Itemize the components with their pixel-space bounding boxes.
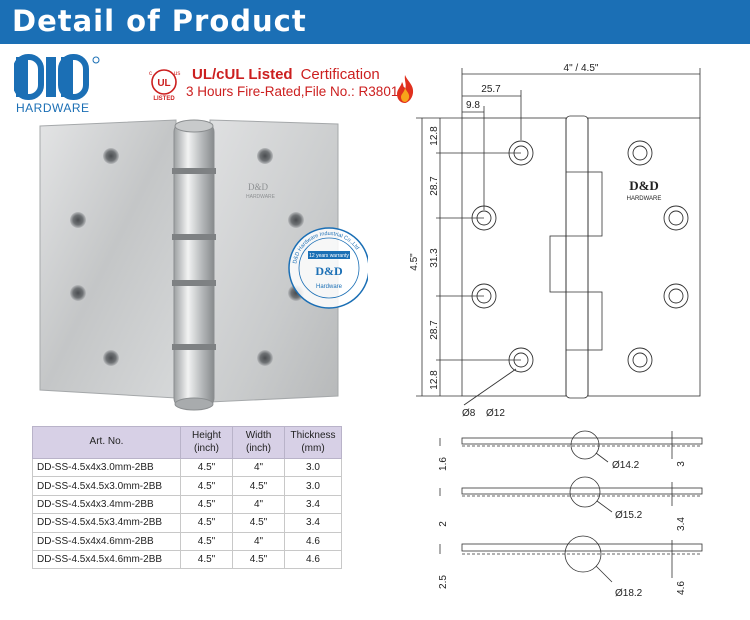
section3-leaf: 2.5 bbox=[438, 575, 449, 589]
header-width: Width(inch) bbox=[232, 426, 285, 459]
certification-subtitle: 3 Hours Fire-Rated,File No.: R38013 bbox=[186, 84, 406, 99]
spec-table: Art. No. Height(inch) Width(inch) Thickn… bbox=[32, 426, 342, 570]
section-view-1 bbox=[439, 430, 703, 463]
dim-spacing-3: 31.3 bbox=[429, 248, 440, 268]
table-header-row: Art. No. Height(inch) Width(inch) Thickn… bbox=[32, 426, 342, 459]
photo-brand-stamp: D&D HARDWARE bbox=[246, 182, 276, 200]
section2-knuckle: Ø15.2 bbox=[615, 510, 643, 521]
dim-spacing-5: 12.8 bbox=[429, 370, 440, 390]
drawing-holes bbox=[463, 140, 689, 406]
dim-width: 4" / 4.5" bbox=[564, 63, 599, 74]
screw-holes bbox=[70, 148, 304, 366]
ul-us-text: us bbox=[174, 71, 180, 77]
seal-brand: D&D bbox=[315, 264, 343, 278]
hinge-knuckle bbox=[172, 119, 216, 411]
cert-plain: Certification bbox=[300, 66, 380, 83]
dim-height: 4.5" bbox=[409, 253, 420, 271]
section1-thickness: 3 bbox=[676, 461, 687, 467]
section3-knuckle: Ø18.2 bbox=[615, 588, 643, 599]
dim-spacing-4: 28.7 bbox=[429, 320, 440, 340]
header-art-no: Art. No. bbox=[32, 426, 181, 459]
ul-listed-text: LISTED bbox=[153, 96, 175, 102]
header-height: Height(inch) bbox=[180, 426, 233, 459]
stamp-sub: HARDWARE bbox=[246, 194, 276, 200]
logo-hardware-text: HARDWARE bbox=[16, 101, 90, 115]
section1-leaf: 1.6 bbox=[438, 457, 449, 471]
ul-listed-icon: UL c us LISTED bbox=[149, 69, 180, 102]
flame-icon bbox=[397, 75, 414, 103]
warranty-seal: D&D Hardware Industrial Co.,Ltd 12 years… bbox=[288, 227, 368, 309]
section3-thickness: 4.6 bbox=[676, 581, 687, 595]
certification-title: UL/cUL Listed Certification bbox=[192, 66, 380, 83]
header-thickness: Thickness(mm) bbox=[284, 426, 342, 459]
dim-offset-b: 9.8 bbox=[466, 100, 480, 111]
dim-hole-large: Ø12 bbox=[486, 408, 505, 419]
page-title: Detail of Product bbox=[12, 4, 307, 38]
seal-bottom: Hardware bbox=[316, 284, 343, 290]
section-view-3 bbox=[439, 535, 703, 583]
stamp-brand: D&D bbox=[248, 182, 269, 192]
cert-bold: UL/cUL Listed bbox=[192, 66, 293, 83]
dim-spacing-2: 28.7 bbox=[429, 176, 440, 196]
hinge-photo: D&D HARDWARE D&D Hardware Industrial Co.… bbox=[39, 119, 368, 411]
dim-spacing-1: 12.8 bbox=[429, 126, 440, 146]
dim-offset-a: 25.7 bbox=[481, 84, 501, 95]
ul-mark-text: UL bbox=[157, 78, 170, 89]
plate-brand: D&D bbox=[629, 178, 659, 193]
plate-sub: HARDWARE bbox=[627, 196, 662, 202]
dim-hole-small: Ø8 bbox=[462, 408, 476, 419]
header-bar: Detail of Product bbox=[0, 0, 750, 44]
section2-thickness: 3.4 bbox=[676, 517, 687, 531]
section1-knuckle: Ø14.2 bbox=[612, 460, 640, 471]
seal-warranty: 12 years warranty bbox=[309, 253, 349, 259]
technical-drawing: 4" / 4.5" 25.7 9.8 4.5" 12.8 28.7 31.3 2… bbox=[409, 63, 703, 599]
ul-c-text: c bbox=[149, 71, 152, 77]
section2-leaf: 2 bbox=[438, 521, 449, 527]
section-view-2 bbox=[439, 476, 703, 513]
dd-logo bbox=[14, 54, 100, 100]
